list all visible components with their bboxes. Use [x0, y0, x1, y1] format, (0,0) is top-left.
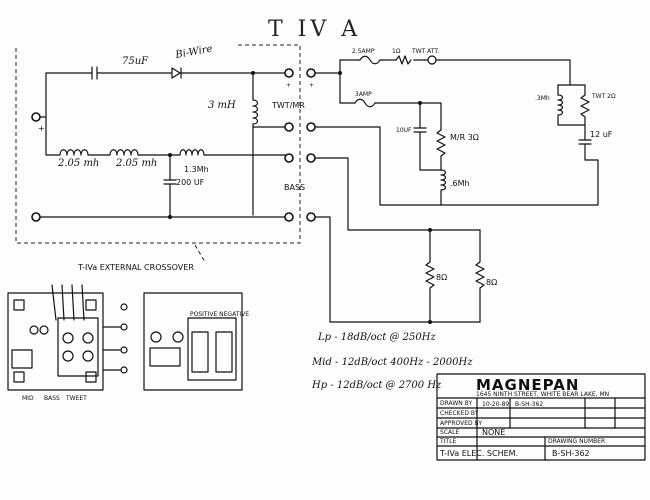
terminal-plus-a: +: [286, 82, 291, 89]
date-value: 10-20-89: [482, 401, 509, 408]
ind-3mh-right-label: .3Mh: [535, 95, 550, 102]
res-8ohm-a-symbol: [425, 229, 435, 323]
crossover-leader: [194, 244, 206, 263]
ground-return-wire: [314, 216, 481, 323]
junction-dot: [428, 320, 432, 324]
mid-wire-2: [374, 102, 442, 131]
twt-mr-label: TWT/MR: [271, 101, 305, 110]
junction-dot: [168, 153, 172, 157]
bass-label: BASS: [284, 183, 305, 192]
fuse-25amp-label: 2.5AMP: [352, 48, 375, 55]
ind-205a-value: 2.05 mh: [57, 158, 99, 169]
cap-10uf-symbol: [413, 102, 442, 171]
scale-value: NONE: [482, 428, 505, 437]
cap-10uf-label: 10UF: [396, 127, 412, 134]
bass-out-wire: [314, 157, 481, 231]
input-terminal-negative: [31, 212, 41, 222]
biwire-diode-symbol: [171, 67, 182, 79]
tweeter-wire-4: [435, 59, 571, 86]
input-terminal-positive: [31, 112, 41, 122]
res-8ohm-b-symbol: [475, 229, 485, 323]
panel-label-c: TWEET: [65, 395, 87, 402]
twt-2ohm-label: TWT 2Ω: [591, 93, 616, 100]
res-1ohm-label: 1Ω: [392, 48, 401, 55]
terminal-panel-left: [7, 284, 128, 391]
junction-dot: [168, 215, 172, 219]
ind-6mh-label: .6Mh: [450, 179, 470, 188]
crossover-label: T-IVa EXTERNAL CROSSOVER: [77, 263, 194, 272]
panel-label-b: BASS: [44, 395, 60, 402]
ind-205a-coil: [59, 149, 89, 156]
cap-12uf-symbol: [578, 124, 599, 161]
fuse-3amp-symbol: [354, 98, 376, 108]
terminal-panel-right: [143, 292, 243, 391]
top-rail-wire: [39, 72, 93, 118]
biwire-note: Bi-Wire: [174, 44, 214, 62]
cap-200uf-symbol: [163, 154, 177, 218]
bass-feed-wire: [45, 116, 61, 156]
junction-dot: [251, 71, 255, 75]
terminal-plus-b: +: [309, 82, 314, 89]
company-address: 1645 NINTH STREET, WHITE BEAR LAKE, MN: [476, 391, 609, 398]
ind-205b-value: 2.05 mh: [115, 158, 157, 169]
cap-75uf-symbol: [91, 66, 98, 80]
res-8ohm-a-label: 8Ω: [436, 273, 447, 282]
change-note: B-SH-362: [515, 401, 543, 408]
drawn-by-label: DRAWN BY: [440, 400, 472, 407]
title-block-frame: [436, 373, 646, 461]
mid-feed-wire: [339, 72, 356, 104]
fuse-25amp-symbol: [359, 55, 381, 65]
slope-hp: Hp - 12dB/oct @ 2700 Hz: [311, 380, 442, 391]
twt-att-label: TWT ATT.: [411, 48, 439, 55]
checked-by-label: CHECKED BY: [440, 410, 479, 417]
ind-3mh-label: 3 mH: [208, 100, 236, 111]
ind-6mh-coil: [440, 169, 447, 206]
ind-13mh-coil: [179, 149, 205, 156]
input-plus-sign: +: [38, 124, 45, 133]
res-1ohm-symbol: [395, 55, 412, 65]
approved-by-label: APPROVED BY: [440, 420, 482, 427]
ind-3mh-coil: [252, 99, 259, 125]
crossover-boundary: [15, 44, 301, 244]
slope-mid: Mid - 12dB/oct 400Hz - 2000Hz: [311, 357, 473, 368]
twt-2ohm-symbol: [580, 84, 590, 126]
scale-label: SCALE: [440, 429, 459, 436]
cap-75uf-label: 75uF: [122, 56, 149, 67]
drawing-number-label: DRAWING NUMBER: [548, 438, 605, 445]
slope-lp: Lp - 18dB/oct @ 250Hz: [317, 332, 436, 343]
mr-3ohm-label: M/R 3Ω: [450, 133, 479, 142]
fuse-3amp-label: 3AMP: [355, 91, 372, 98]
mr-3ohm-symbol: [436, 129, 446, 171]
title-label: TITLE: [439, 438, 456, 445]
drawing-title: T IV A: [268, 17, 361, 42]
panel-label-a: MID: [22, 395, 34, 402]
panel-right-header: POSITIVE NEGATIVE: [190, 311, 249, 318]
cap-200uf-label: 200 UF: [176, 178, 205, 187]
ind-13mh-label: 1.3Mh: [184, 165, 209, 174]
company-logo: MAGNEPAN: [476, 376, 579, 394]
ind-205b-coil: [109, 149, 139, 156]
junction-dot: [418, 101, 422, 105]
twt-att-knob: [427, 55, 437, 65]
mid-return-wire: [314, 126, 599, 206]
title-value: T-IVa ELEC. SCHEM.: [439, 449, 518, 458]
cap-12uf-label: 12 uF: [590, 130, 613, 139]
ind-3mh-right-coil: [557, 84, 586, 126]
junction-dot: [428, 228, 432, 232]
junction-dot: [338, 71, 342, 75]
tweeter-feed-wire: [314, 59, 361, 74]
res-8ohm-b-label: 8Ω: [486, 278, 497, 287]
drawing-number: B-SH-362: [552, 449, 590, 458]
